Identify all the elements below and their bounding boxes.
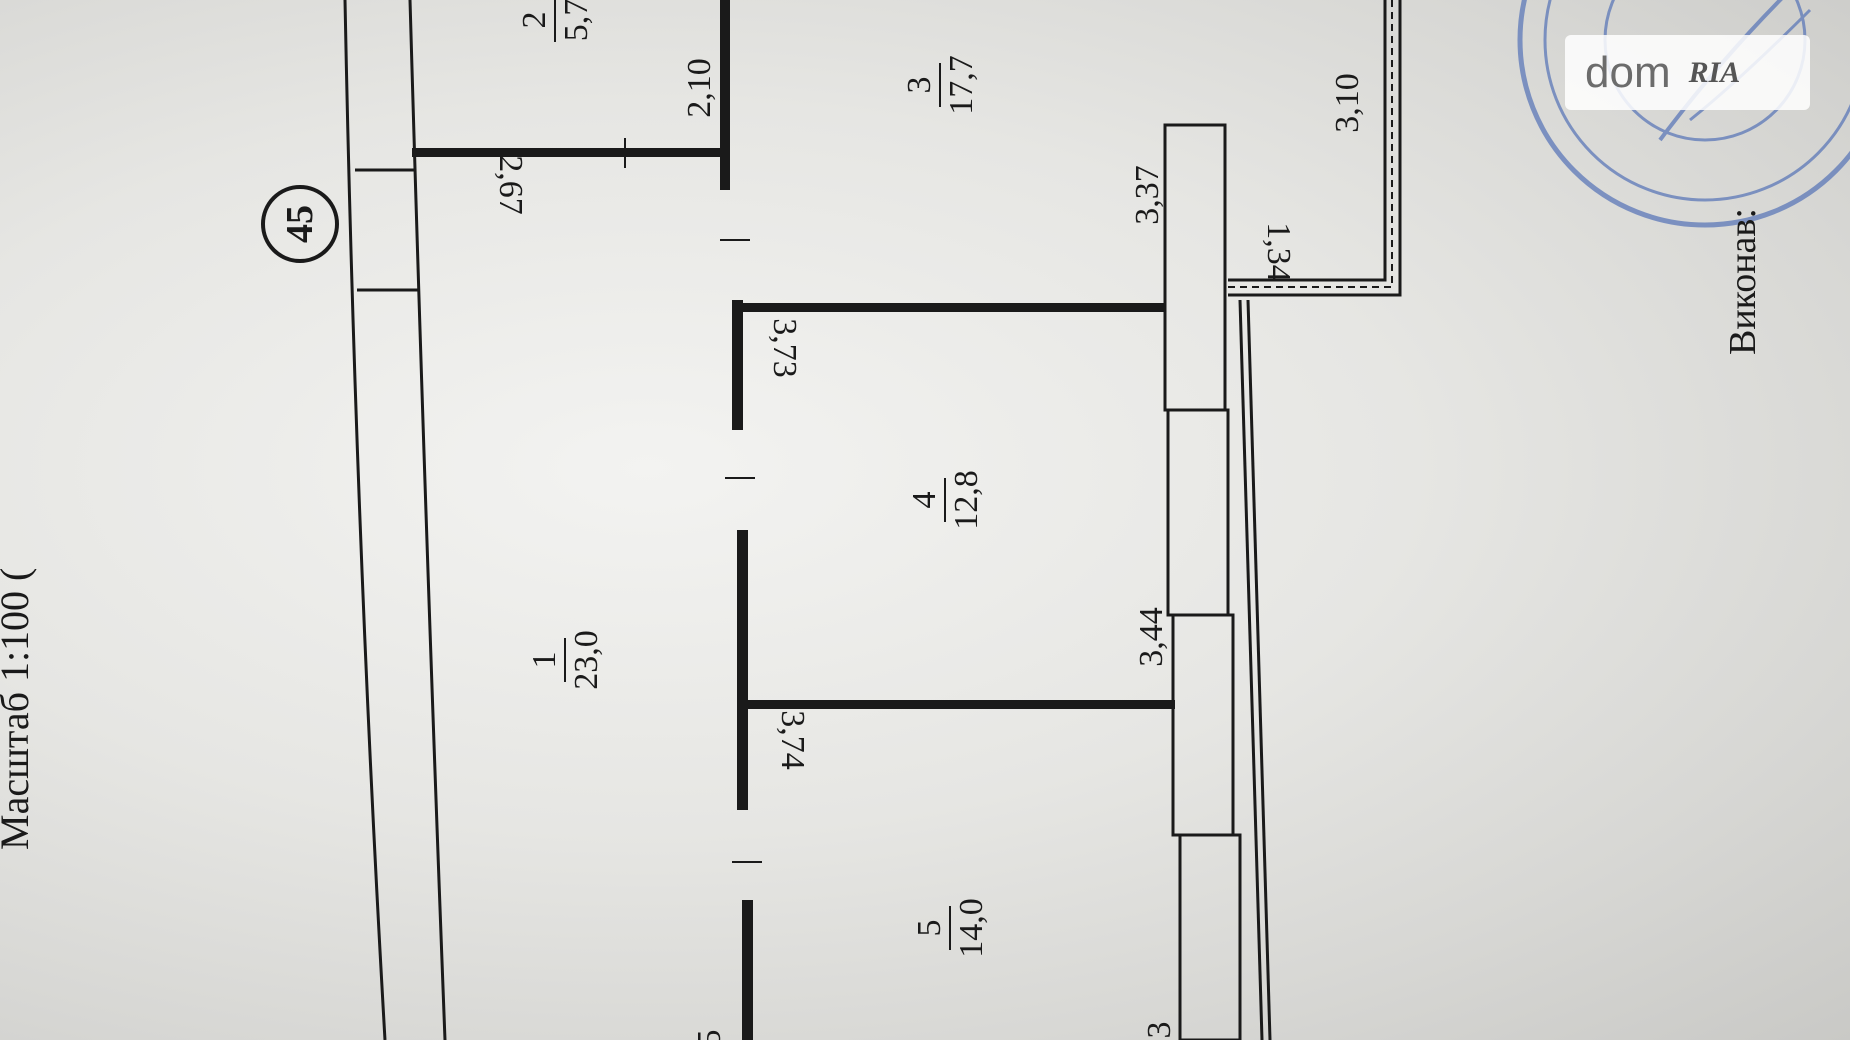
room-2-number: 2 xyxy=(516,12,553,29)
room-3-label: 3 17,7 xyxy=(901,55,980,115)
room-4-number: 4 xyxy=(906,492,943,509)
watermark-logo: dom RIA xyxy=(1565,35,1810,110)
room-1-label: 1 23,0 xyxy=(526,630,605,690)
interior-wall-main xyxy=(720,0,753,1040)
partition-room4-room5 xyxy=(740,700,1175,709)
dimension-3-73: 3,73 xyxy=(766,318,803,378)
watermark-sub: RIA xyxy=(1688,55,1741,89)
room-5-label: 5 14,0 xyxy=(911,898,990,958)
room-5-number: 5 xyxy=(911,920,948,937)
balcony-outline xyxy=(1228,0,1402,297)
scale-label: Масштаб 1:100 ( xyxy=(0,568,37,850)
dimension-3-44: 3,44 xyxy=(1133,607,1170,667)
dimension-2-10: 2,10 xyxy=(681,58,718,118)
room-5-area: 14,0 xyxy=(953,898,990,958)
door-ticks xyxy=(720,239,762,863)
dimension-5-partial: 5 xyxy=(691,1030,728,1040)
watermark-brand: dom xyxy=(1585,47,1671,97)
room-4-area: 12,8 xyxy=(948,470,985,530)
room-3-number: 3 xyxy=(901,77,938,94)
room-3-area: 17,7 xyxy=(943,55,980,115)
room-4-label: 4 12,8 xyxy=(906,470,985,530)
dimension-3-partial: 3 xyxy=(1141,1022,1178,1039)
official-stamp-icon xyxy=(1517,0,1850,228)
axis-marker-number: 45 xyxy=(279,205,321,243)
axis-marker-icon: 45 xyxy=(261,185,339,263)
room-1-number: 1 xyxy=(526,652,563,669)
window-wall xyxy=(1163,123,1272,1040)
dimension-3-10: 3,10 xyxy=(1329,73,1366,133)
performer-label: Виконав: xyxy=(1722,208,1764,355)
room-1-area: 23,0 xyxy=(568,630,605,690)
dimension-1-34: 1,34 xyxy=(1260,222,1297,282)
room-2-area: 5,7 xyxy=(558,0,595,41)
dimension-3-74: 3,74 xyxy=(774,710,811,770)
dimension-2-67: 2,67 xyxy=(492,155,529,215)
partition-room3-room4 xyxy=(735,303,1165,312)
balcony-dashes xyxy=(1228,0,1393,288)
wall-room2-room1 xyxy=(412,138,727,168)
dimension-3-37: 3,37 xyxy=(1129,165,1166,225)
room-2-label: 2 5,7 xyxy=(516,0,595,42)
